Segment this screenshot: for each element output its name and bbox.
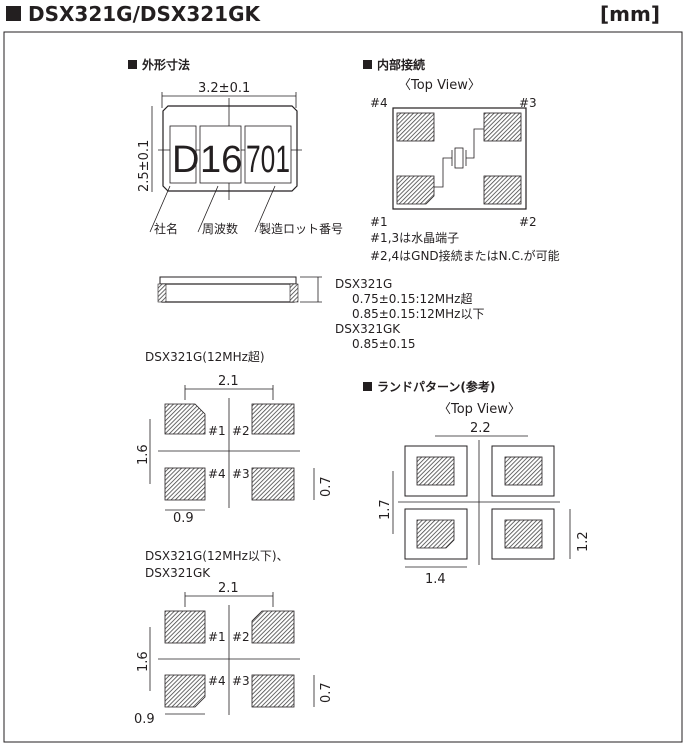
fp-b-pin-3: #3 <box>232 674 250 688</box>
pin-4: #4 <box>370 96 388 110</box>
thickness-line: 0.75±0.15:12MHz超 <box>352 291 472 306</box>
land-dim-h: 2.2 <box>470 421 491 436</box>
pin-2: #2 <box>519 215 537 229</box>
package-side <box>161 283 295 303</box>
internal-note: #1,3は水晶端子 <box>370 231 459 245</box>
page-title: DSX321G/DSX321GK <box>28 2 261 26</box>
bullet-icon <box>363 382 372 391</box>
bullet-icon <box>128 60 137 69</box>
outline-height-dim: 2.5±0.1 <box>137 140 152 192</box>
fp-a-pin-4: #4 <box>208 467 226 481</box>
crystal-icon <box>454 147 464 169</box>
fp-b-pin-4: #4 <box>208 674 226 688</box>
label-company: 社名 <box>154 221 178 236</box>
label-lot: 製造ロット番号 <box>259 222 343 236</box>
fp-a-pin-2: #2 <box>232 424 250 438</box>
marking-lot: 701 <box>246 139 290 181</box>
land-heading: ランドパターン(参考) <box>377 379 495 394</box>
fp-a-pin-1: #1 <box>208 424 226 438</box>
fp-b-pin-2: #2 <box>232 630 250 644</box>
footprint-b-caption: DSX321G(12MHz以下)、 <box>145 549 289 563</box>
outline-width-dim: 3.2±0.1 <box>198 81 250 96</box>
fp-a-dim-v: 1.6 <box>136 444 151 465</box>
footprint-b-caption: DSX321GK <box>145 566 211 580</box>
fp-b-dim-pad-w: 0.9 <box>134 712 155 727</box>
land-dim-v: 1.7 <box>378 499 393 520</box>
marking-frequency: 16 <box>200 139 242 181</box>
fp-a-dim-pad-h: 0.7 <box>319 476 334 497</box>
pin-1: #1 <box>370 215 388 229</box>
thickness-line: 0.85±0.15:12MHz以下 <box>352 307 484 321</box>
marking-company: D <box>172 139 199 181</box>
internal-view: 〈Top View〉 <box>398 78 481 93</box>
land-view: 〈Top View〉 <box>438 402 521 417</box>
fp-a-dim-pad-w: 0.9 <box>173 511 194 526</box>
unit-label: [mm] <box>600 2 660 26</box>
internal-heading: 内部接続 <box>377 57 425 72</box>
footprint-a-caption: DSX321G(12MHz超) <box>145 349 265 364</box>
frame <box>3 31 683 743</box>
fp-b-dim-v: 1.6 <box>136 651 151 672</box>
fp-a-pin-3: #3 <box>232 467 250 481</box>
fp-b-dim-h: 2.1 <box>218 581 239 596</box>
title-square-icon <box>6 6 21 21</box>
internal-note: #2,4はGND接続またはN.C.が可能 <box>370 248 560 263</box>
thickness-line: 0.85±0.15 <box>352 337 416 351</box>
fp-b-dim-pad-h: 0.7 <box>319 682 334 703</box>
pin-3: #3 <box>519 96 537 110</box>
fp-b-pin-1: #1 <box>208 630 226 644</box>
land-dim-pad-h: 1.2 <box>576 531 591 552</box>
thickness-line: DSX321G <box>335 277 392 291</box>
bullet-icon <box>363 60 372 69</box>
fp-a-dim-h: 2.1 <box>218 374 239 389</box>
outline-heading: 外形寸法 <box>142 57 190 72</box>
thickness-line: DSX321GK <box>335 322 401 336</box>
land-dim-pad-w: 1.4 <box>425 572 446 587</box>
label-frequency: 周波数 <box>202 221 238 236</box>
